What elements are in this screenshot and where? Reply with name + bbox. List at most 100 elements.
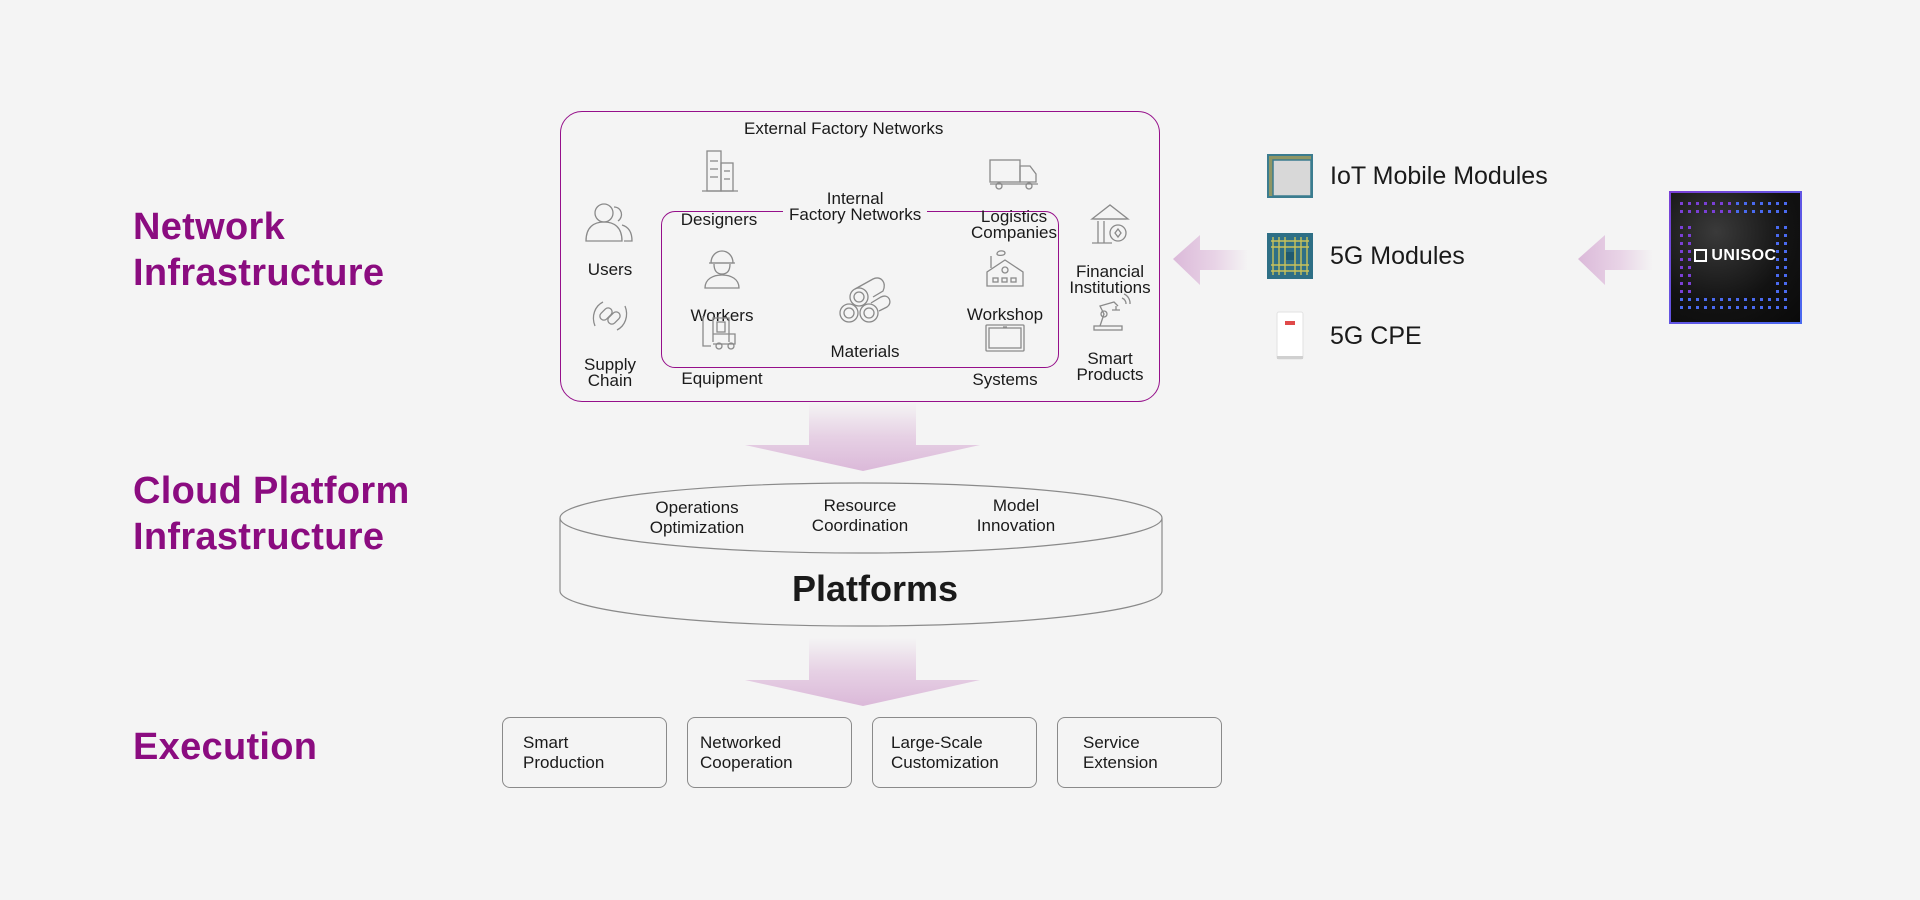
chip-dot — [1776, 274, 1779, 277]
chip-dot — [1776, 290, 1779, 293]
unisoc-chip: UNISOC — [1669, 191, 1802, 324]
chip-dot — [1784, 226, 1787, 229]
chip-dot — [1776, 258, 1779, 261]
execution-label: Service Extension — [1083, 733, 1158, 772]
chip-dot — [1736, 298, 1739, 301]
external-factory-networks-box — [560, 111, 1160, 402]
product-iot-mobile-modules: IoT Mobile Modules — [1265, 151, 1548, 201]
cpe-device-image — [1265, 311, 1315, 361]
chip-dot — [1680, 234, 1683, 237]
chip-dot — [1688, 282, 1691, 285]
chip-dot — [1776, 234, 1779, 237]
arrow-left-products — [1173, 235, 1248, 285]
node-label: Workshop — [966, 305, 1044, 324]
product-label: 5G Modules — [1330, 241, 1465, 270]
external-networks-title: External Factory Networks — [738, 120, 950, 137]
chip-dot — [1776, 266, 1779, 269]
node-label: Materials — [830, 342, 900, 361]
chip-dot — [1720, 298, 1723, 301]
chip-dot — [1768, 202, 1771, 205]
node-label: Workers — [690, 306, 754, 325]
section-title-execution: Execution — [133, 726, 318, 768]
chip-dot — [1680, 290, 1683, 293]
chip-dot — [1680, 298, 1683, 301]
chip-brand: UNISOC — [1671, 247, 1800, 265]
chip-dot — [1720, 306, 1723, 309]
chip-dot — [1680, 202, 1683, 205]
node-label: Logistics Companies — [971, 207, 1057, 242]
node-label: Smart Products — [1076, 349, 1144, 384]
product-5g-cpe: 5G CPE — [1265, 311, 1422, 361]
chip-dot — [1680, 266, 1683, 269]
platforms-cylinder — [559, 482, 1163, 627]
chip-dot — [1744, 306, 1747, 309]
chip-dot — [1680, 242, 1683, 245]
chip-dot — [1688, 290, 1691, 293]
node-users: Users — [571, 185, 649, 294]
execution-label: Smart Production — [523, 733, 605, 772]
chip-dots — [1680, 202, 1787, 309]
chip-dot — [1784, 202, 1787, 205]
truck-icon — [989, 159, 1038, 190]
factory-icon — [986, 250, 1024, 287]
chip-dot — [1736, 210, 1739, 213]
chip-dot — [1760, 298, 1763, 301]
chip-dot — [1784, 290, 1787, 293]
arrow-left-chip — [1578, 235, 1653, 285]
node-supply-chain: Supply Chain — [571, 278, 649, 405]
chip-dot — [1776, 226, 1779, 229]
chip-dot — [1688, 226, 1691, 229]
platforms-title: Platforms — [791, 568, 959, 609]
chip-dot — [1680, 306, 1683, 309]
chip-dot — [1776, 298, 1779, 301]
chip-dot — [1696, 298, 1699, 301]
chip-dot — [1744, 298, 1747, 301]
robot-arm-icon — [1093, 293, 1131, 331]
chip-dot — [1784, 282, 1787, 285]
chip-dot — [1688, 258, 1691, 261]
node-label: Systems — [972, 370, 1038, 389]
platform-item-resource-coordination: Resource Coordination — [811, 496, 909, 535]
chip-dot — [1688, 274, 1691, 277]
chip-brand-label: UNISOC — [1711, 247, 1777, 264]
building-icon — [702, 150, 738, 192]
chip-dot — [1760, 202, 1763, 205]
chip-dot — [1712, 306, 1715, 309]
chip-dot — [1712, 202, 1715, 205]
iot-module-image — [1265, 151, 1315, 201]
node-label: Users — [587, 260, 633, 279]
node-financial-institutions: Financial Institutions — [1058, 187, 1162, 312]
chip-dot — [1784, 306, 1787, 309]
node-label: Designers — [680, 210, 758, 229]
node-systems: Systems — [955, 307, 1055, 404]
chip-dot — [1680, 226, 1683, 229]
execution-label: Large-Scale Customization — [891, 733, 999, 772]
chip-dot — [1688, 242, 1691, 245]
execution-item-smart-production: Smart Production — [502, 717, 667, 788]
chip-dot — [1776, 202, 1779, 205]
chip-dot — [1728, 210, 1731, 213]
chip-dot — [1784, 234, 1787, 237]
chip-dot — [1728, 298, 1731, 301]
node-workshop: Workshop — [955, 232, 1055, 339]
platform-item-operations-optimization: Operations Optimization — [649, 498, 745, 537]
chip-dot — [1704, 202, 1707, 205]
chip-dot — [1688, 234, 1691, 237]
node-designers: Designers — [672, 133, 766, 244]
bank-icon — [1090, 204, 1130, 244]
node-label: Equipment — [681, 369, 763, 388]
chip-dot — [1760, 210, 1763, 213]
chip-dot — [1680, 210, 1683, 213]
node-materials: Materials — [815, 259, 915, 376]
chip-dot — [1784, 298, 1787, 301]
chip-dot — [1744, 210, 1747, 213]
arrow-down-cloud-to-execution — [745, 638, 980, 706]
chip-dot — [1736, 306, 1739, 309]
chip-dot — [1680, 250, 1683, 253]
chip-dot — [1784, 258, 1787, 261]
chip-dot — [1712, 298, 1715, 301]
node-equipment: Equipment — [667, 296, 777, 403]
chip-dot — [1712, 210, 1715, 213]
chip-dot — [1784, 274, 1787, 277]
chip-dot — [1728, 306, 1731, 309]
